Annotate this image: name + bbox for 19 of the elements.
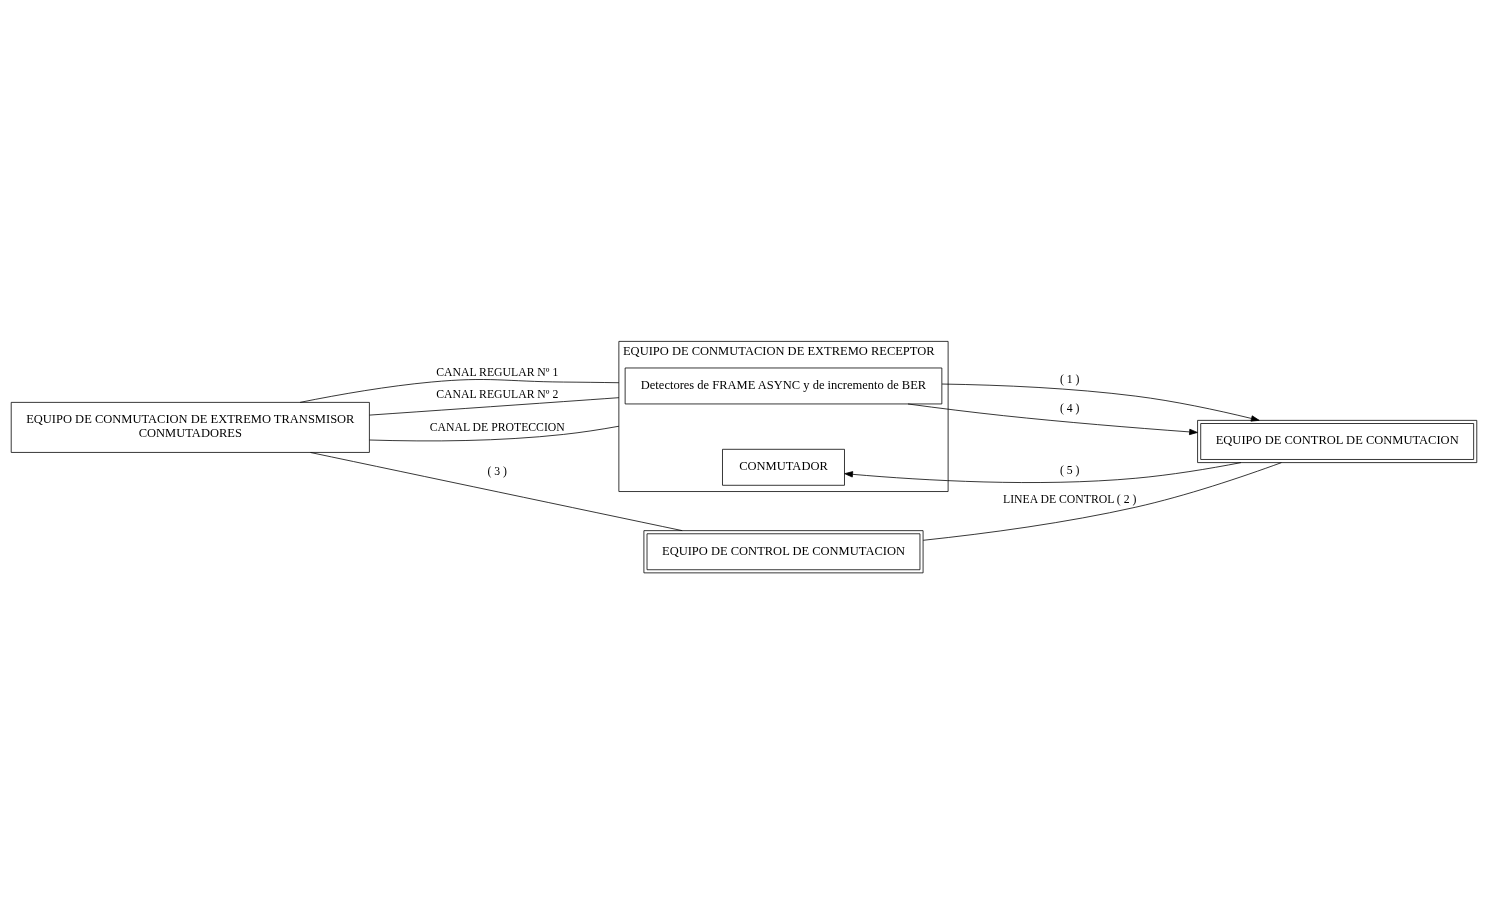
connector	[369, 425, 620, 441]
connector	[299, 378, 620, 403]
edge-label: ( 4 )	[1059, 401, 1080, 415]
connector	[922, 461, 1282, 541]
edge-label: CANAL REGULAR Nº 2	[436, 387, 559, 401]
connector	[310, 451, 683, 531]
node-box: EQUIPO DE CONMUTACION DE EXTREMO TRANSMISOR CONMUTADORES	[10, 401, 370, 453]
node-box: Detectores de FRAME ASYNC y de incremento de BER	[624, 367, 943, 404]
edge-label: LINEA DE CONTROL ( 2 )	[1003, 492, 1137, 506]
edge-label: ( 3 )	[487, 464, 508, 478]
connector	[369, 396, 620, 415]
arrow	[941, 383, 1260, 422]
edge-label: CANAL DE PROTECCION	[429, 420, 565, 434]
edge-label: CANAL REGULAR Nº 1	[436, 365, 559, 379]
edge-label: ( 1 )	[1059, 372, 1080, 386]
node-box: CONMUTADOR	[722, 448, 845, 486]
arrow	[844, 461, 1242, 483]
arrow	[907, 403, 1198, 435]
edge-label: ( 5 )	[1059, 463, 1080, 477]
